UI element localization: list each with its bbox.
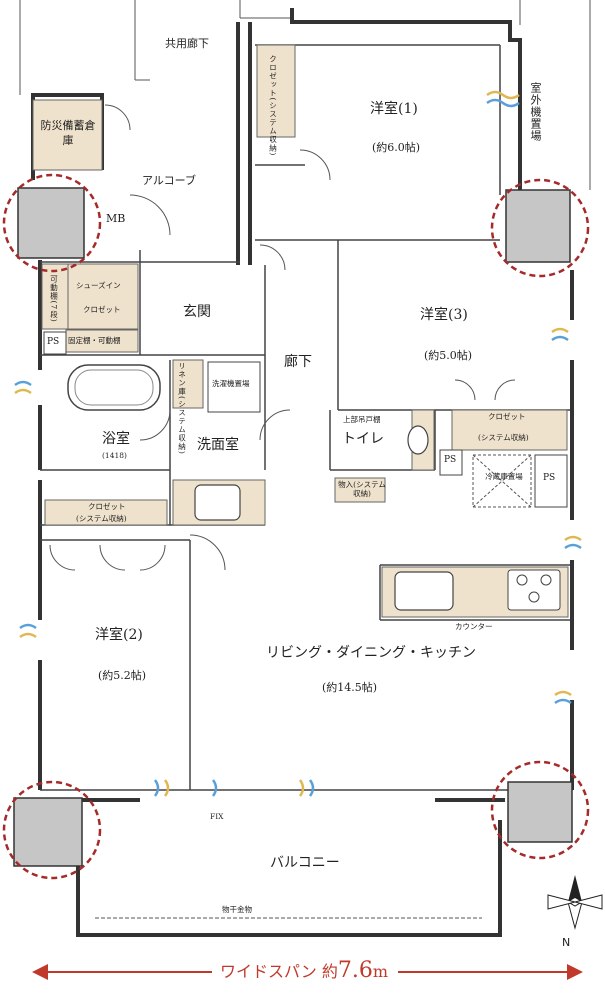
room3-label: 洋室(3) (420, 307, 468, 323)
span-prefix: ワイドスパン 約 (220, 962, 338, 981)
stove-icon (507, 569, 561, 611)
airflow-marks (14, 90, 582, 797)
alcove-label: アルコーブ (142, 174, 197, 187)
room1-label: 洋室(1) (370, 101, 418, 117)
upper-cabinet-label: 上部吊戸棚 (343, 415, 381, 424)
corridor-lines (19, 0, 591, 190)
fridge-label: 冷蔵庫置場 (485, 472, 523, 481)
ps-box-mid (439, 449, 463, 476)
fixed-shelf-label: 固定棚・可動棚 (68, 336, 121, 345)
storage-label: 物入(システム収納) (338, 480, 386, 498)
toilet-label: トイレ (342, 431, 384, 447)
toilet-icon (407, 425, 429, 455)
bath-label: 浴室 (102, 431, 130, 447)
room1-size: (約6.0帖) (372, 141, 421, 154)
washroom-label: 洗面室 (197, 437, 239, 453)
balcony-label: バルコニー (270, 855, 340, 871)
linen-label: リネン庫(システム収納) (177, 362, 187, 455)
span-value: 7.6 (337, 958, 373, 983)
ps-box-left (43, 331, 67, 355)
mb-label: MB (106, 212, 126, 225)
counter-label: カウンター (455, 622, 493, 631)
ps-label-mid: PS (444, 455, 457, 465)
wide-span-label: ワイドスパン 約7.6m (220, 958, 388, 983)
column-top-left (17, 187, 85, 259)
closet3-title: クロゼット (488, 412, 526, 421)
north-label: N (562, 936, 571, 949)
closet2-title: クロゼット (88, 502, 126, 511)
span-arrow (32, 964, 583, 980)
room2-size: (約5.2帖) (98, 669, 147, 682)
outdoor-unit-label: 室外機置場 (529, 82, 542, 142)
columns (13, 187, 573, 867)
span-unit: m (372, 962, 389, 981)
room2-label: 洋室(2) (95, 627, 143, 643)
column-bottom-right (507, 781, 573, 843)
kitchen-sink-icon (394, 571, 454, 611)
ps-label-left: PS (47, 337, 60, 347)
common-corridor-label: 共用廊下 (165, 37, 209, 50)
compass-icon (547, 875, 603, 930)
closet3-sub: (システム収納) (478, 433, 529, 442)
hallway-label: 廊下 (284, 354, 312, 370)
doors (49, 104, 516, 571)
shoes-in-label: シューズイン (76, 281, 121, 290)
washbasin-icon (194, 484, 241, 521)
ps-box-right (534, 454, 568, 508)
ps-label-right: PS (543, 473, 556, 483)
closet1-label: クロゼット(システム収納) (268, 55, 278, 157)
laundry-space-icon (207, 361, 261, 413)
bathtub-icon (67, 364, 161, 411)
fridge-space-icon (472, 454, 532, 508)
column-top-right (505, 189, 571, 263)
column-bottom-left (13, 797, 83, 867)
closet2-sub: (システム収納) (76, 514, 127, 523)
laundry-label: 洗濯機置場 (212, 379, 250, 388)
storage-areas (32, 44, 569, 618)
entrance-label: 玄関 (183, 304, 211, 320)
shoes-closet-label: クロゼット (83, 305, 121, 314)
column-highlights (2, 173, 590, 880)
fix-label: FIX (210, 812, 224, 821)
ldk-size: (約14.5帖) (322, 681, 378, 694)
room3-size: (約5.0帖) (424, 349, 473, 362)
movable-shelf-label: 可動棚(7段) (49, 275, 59, 323)
disaster-storage-label: 防災備蓄倉庫 (40, 119, 96, 147)
hanger-label: 物干金物 (222, 905, 252, 914)
ldk-label: リビング・ダイニング・キッチン (266, 645, 476, 661)
bath-size: (1418) (102, 451, 127, 460)
